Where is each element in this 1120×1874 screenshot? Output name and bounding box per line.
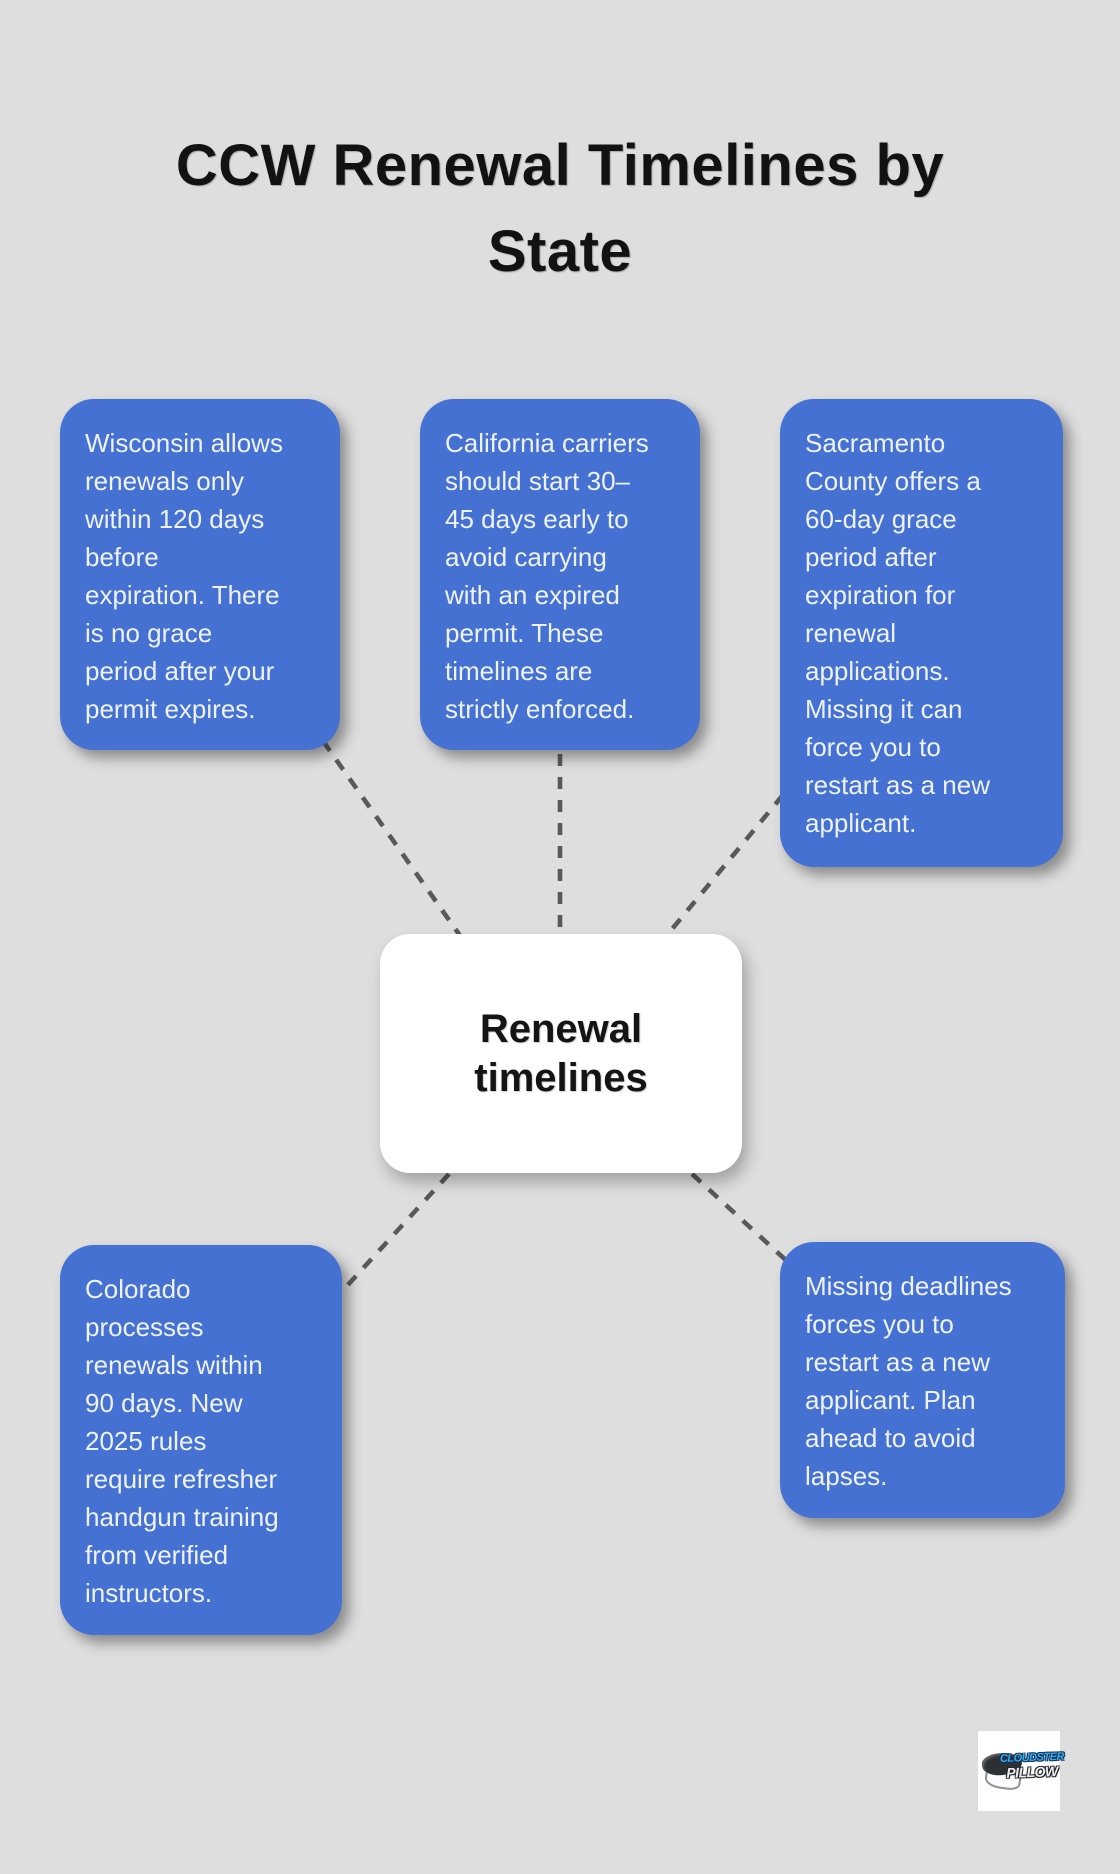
page-title: CCW Renewal Timelines by State — [175, 132, 945, 284]
center-node-label: Renewal timelines — [474, 1006, 648, 1100]
connector-sacramento-center — [661, 793, 785, 942]
connector-center-colorado — [344, 1172, 451, 1289]
node-sacramento: Sacramento County offers a 60-day grace … — [780, 399, 1063, 867]
center-node: Renewal timelines — [380, 934, 742, 1173]
connector-center-missing — [690, 1172, 791, 1265]
node-wisconsin: Wisconsin allows renewals only within 12… — [60, 399, 340, 750]
node-california: California carriers should start 30– 45 … — [420, 399, 700, 750]
connector-wisconsin-center — [321, 739, 463, 939]
brand-logo: CLOUDSTER PILLOW — [978, 1731, 1064, 1811]
node-missing-deadlines: Missing deadlines forces you to restart … — [780, 1242, 1065, 1518]
brand-name-line2: PILLOW — [1006, 1763, 1058, 1781]
node-colorado: Colorado processes renewals within 90 da… — [60, 1245, 342, 1635]
